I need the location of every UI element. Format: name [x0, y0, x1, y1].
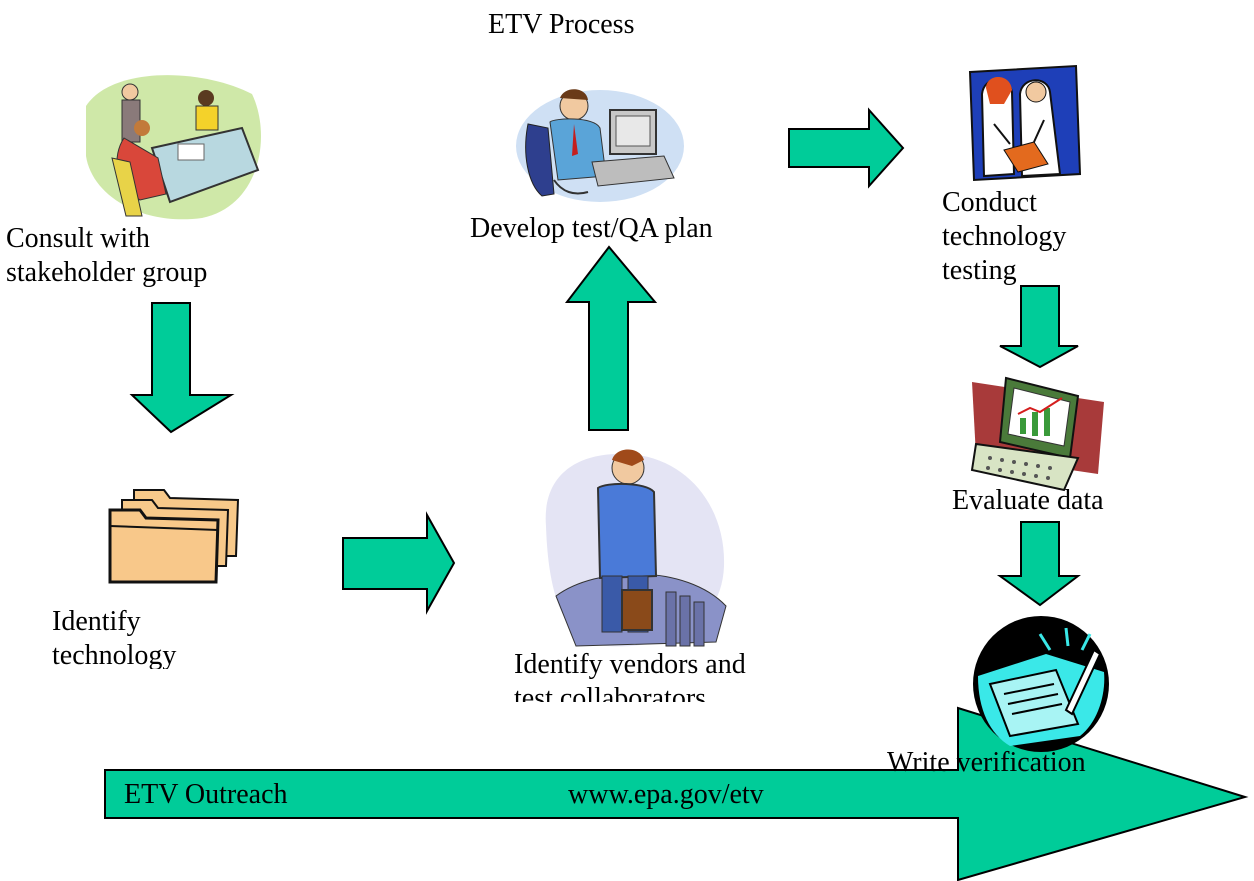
- laptop-chart-clipart-icon: [970, 376, 1104, 492]
- arrow-right-technology-to-vendors: [342, 511, 456, 615]
- businessman-clipart-icon: [545, 449, 727, 647]
- arrow-down-evaluate-to-write: [996, 521, 1081, 607]
- arrow-up-vendors-to-plan: [564, 245, 658, 431]
- arrow-right-plan-to-testing: [788, 107, 905, 189]
- outreach-arrow: [104, 706, 1249, 881]
- arrow-down-consult-to-identify: [129, 302, 235, 434]
- step-label-identify-technology: Identify technology: [52, 606, 177, 669]
- meeting-clipart-icon: [86, 75, 261, 220]
- diagram-title: ETV Process: [488, 9, 635, 40]
- step-label-consult: Consult with stakeholder group: [6, 223, 208, 288]
- step-label-conduct-testing: Conduct technology testing: [942, 187, 1067, 286]
- arrow-down-testing-to-evaluate: [999, 285, 1079, 369]
- step-label-write-verification: Write verification: [887, 747, 1086, 778]
- step-label-evaluate-data: Evaluate data: [952, 485, 1104, 516]
- writing-document-clipart-icon: [973, 616, 1109, 752]
- folders-clipart-icon: [108, 489, 240, 584]
- scientists-clipart-icon: [968, 64, 1082, 182]
- step-label-identify-vendors: Identify vendors and test collaborators: [514, 649, 746, 702]
- outreach-label: ETV Outreach: [124, 779, 288, 810]
- step-label-develop-plan: Develop test/QA plan: [470, 213, 713, 244]
- computer-user-clipart-icon: [516, 89, 684, 202]
- outreach-url: www.epa.gov/etv: [568, 779, 764, 810]
